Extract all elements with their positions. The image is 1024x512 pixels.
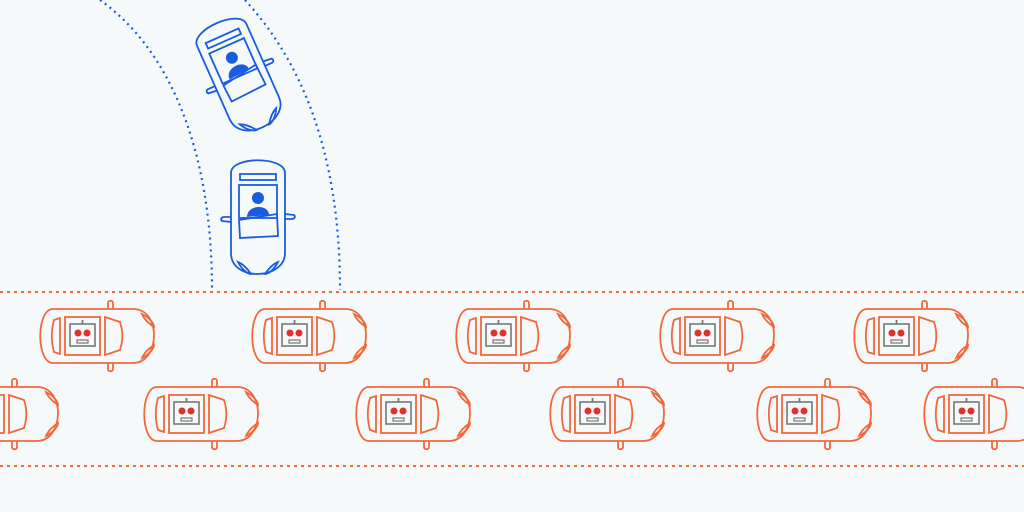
robot-car [756, 377, 872, 451]
human-driven-car [220, 159, 296, 275]
lane-line-right [244, 0, 342, 291]
robot-car [923, 377, 1024, 451]
human-driven-car [181, 7, 298, 144]
lane-line-left [99, 0, 214, 291]
robot-car [853, 299, 969, 373]
robot-car [355, 377, 471, 451]
robot-car [251, 299, 367, 373]
robot-car [549, 377, 665, 451]
robot-car [659, 299, 775, 373]
robot-car [455, 299, 571, 373]
robot-car [39, 299, 155, 373]
robot-car [143, 377, 259, 451]
robot-car [0, 377, 59, 451]
